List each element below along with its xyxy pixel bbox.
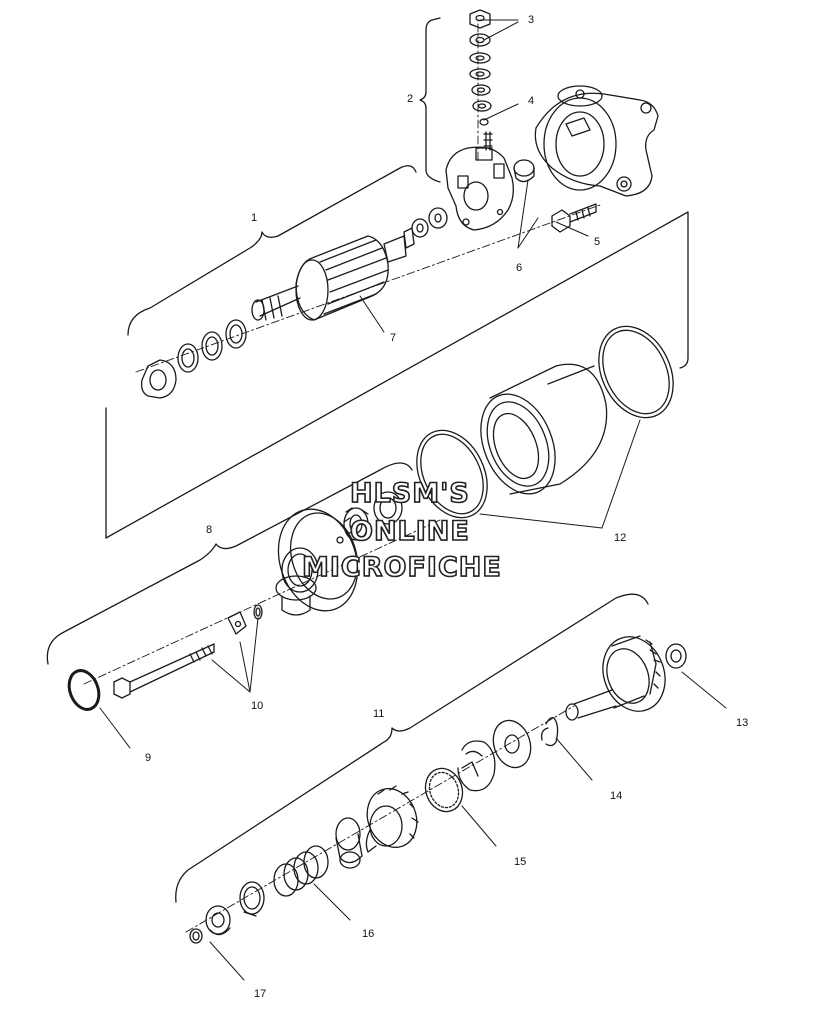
callout-13: 13 — [736, 717, 749, 729]
callout-17: 17 — [254, 988, 267, 1000]
callout-6: 6 — [516, 262, 523, 274]
callout-10: 10 — [251, 700, 264, 712]
callout-2: 2 — [407, 93, 414, 105]
collar — [239, 881, 265, 917]
front-bracket — [275, 508, 359, 616]
callout-12: 12 — [614, 532, 627, 544]
thrust-washer — [492, 719, 532, 769]
assembly-axis-lines — [83, 19, 601, 933]
leader-lines — [99, 19, 727, 981]
bearing — [343, 491, 403, 541]
callout-7: 7 — [390, 332, 397, 344]
callout-4: 4 — [528, 95, 535, 107]
watermark-line-1: HLSM'S — [349, 477, 470, 510]
armature — [251, 227, 415, 321]
callout-1: 1 — [251, 212, 258, 224]
callout-16: 16 — [362, 928, 375, 940]
callout-14: 14 — [610, 790, 623, 802]
watermark-line-3: MICROFICHE — [301, 551, 502, 584]
callout-15: 15 — [514, 856, 527, 868]
washer-13 — [665, 643, 687, 669]
o-ring-front — [416, 429, 488, 519]
callout-9: 9 — [145, 752, 152, 764]
bracket-group-2 — [419, 17, 441, 183]
callout-3: 3 — [528, 14, 535, 26]
through-bolt — [113, 643, 215, 699]
callout-11: 11 — [373, 708, 385, 720]
snap-ring-17 — [189, 928, 203, 944]
housing-group-outline — [105, 211, 689, 539]
brush-plate — [445, 131, 514, 231]
o-ring-9 — [67, 669, 101, 711]
bolt-washers — [227, 604, 263, 635]
bracket-group-1 — [127, 165, 417, 336]
o-ring-rear — [598, 325, 674, 419]
sleeve — [335, 817, 363, 869]
callout-8: 8 — [206, 524, 213, 536]
armature-washers-rear — [411, 207, 448, 238]
callout-5: 5 — [594, 236, 601, 248]
yoke — [480, 363, 608, 495]
output-shaft-gear — [565, 635, 666, 721]
bushing — [513, 159, 535, 183]
rear-end-cover — [534, 85, 659, 197]
armature-washers-front — [140, 319, 247, 399]
snap-ring-14 — [540, 716, 559, 747]
terminal-hardware-stack — [469, 9, 492, 126]
bracket-group-8 — [46, 462, 413, 665]
watermark-line-2: ONLINE — [349, 515, 470, 548]
ring-15 — [424, 767, 464, 813]
stopper — [457, 740, 496, 792]
screw — [551, 203, 597, 233]
pinion-clutch — [365, 785, 419, 853]
washer-front — [205, 905, 231, 936]
bracket-group-11 — [175, 593, 649, 903]
spring-16 — [273, 845, 329, 897]
